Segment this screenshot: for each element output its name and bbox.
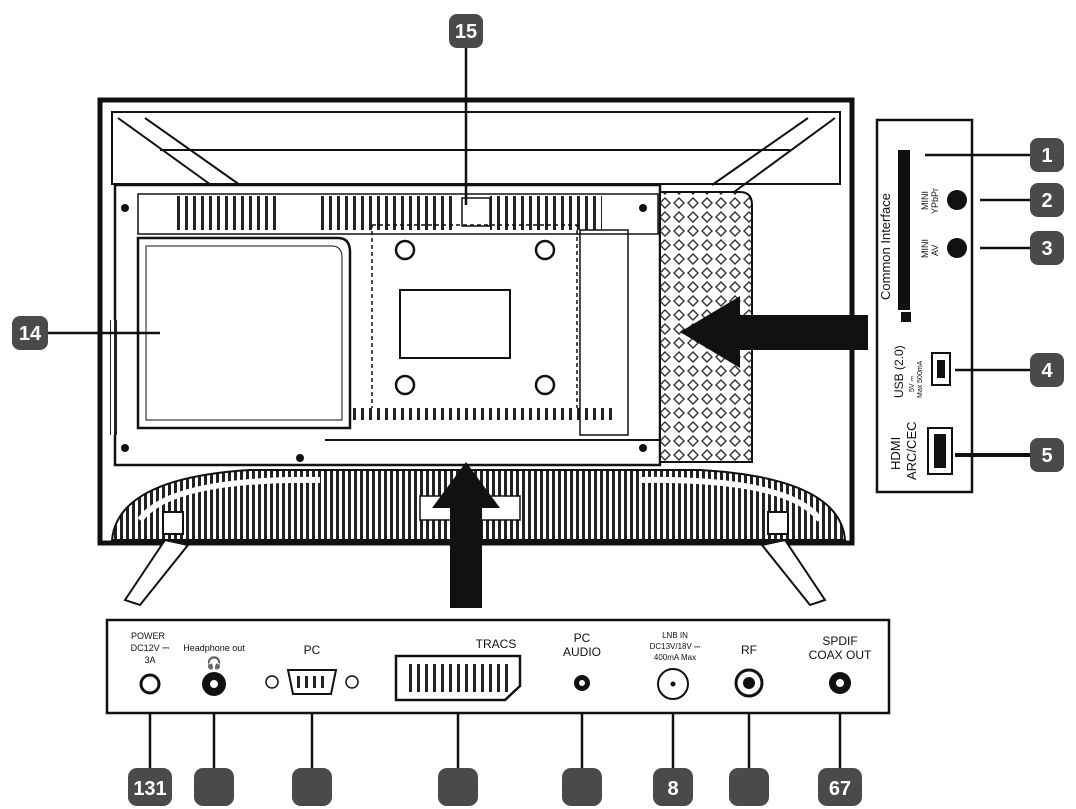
mini-ypbpr-label-1: MINI xyxy=(920,191,930,210)
callout-bottom-1: 131 xyxy=(133,778,166,800)
callout-top: 15 xyxy=(455,21,477,43)
callout-bottom-8: 67 xyxy=(829,778,851,800)
tv-chassis xyxy=(110,183,662,467)
callout-left: 14 xyxy=(19,323,42,345)
tracs-label: TRACS xyxy=(476,637,517,651)
callout-bottom-6: 8 xyxy=(667,778,678,800)
arrow-up xyxy=(432,462,500,608)
power-label-2: DC12V ⎓ xyxy=(131,643,170,653)
callout-right-4: 4 xyxy=(1041,360,1053,382)
usb-rating-2: Max 500mA xyxy=(917,360,924,398)
headphone-label: Headphone out xyxy=(183,643,245,653)
side-connector-panel: Common Interface MINI YPbPr MINI AV USB … xyxy=(875,118,974,494)
mini-ypbpr-jack[interactable] xyxy=(947,190,967,210)
mini-av-label-1: MINI xyxy=(920,239,930,258)
lnb-label-3: 400mA Max xyxy=(654,653,696,662)
callout-badge-left xyxy=(12,316,48,350)
hdmi-arc-label: ARC/CEC xyxy=(904,421,919,480)
power-jack[interactable] xyxy=(139,673,161,695)
usb-rating-1: 5V ⎓ xyxy=(909,375,916,392)
pc-audio-label-1: PC xyxy=(574,631,591,645)
callout-right-2: 2 xyxy=(1041,190,1052,212)
pc-label: PC xyxy=(304,643,321,657)
headphone-icon: 🎧 xyxy=(207,656,222,670)
spdif-label-2: COAX OUT xyxy=(809,648,872,662)
rf-label: RF xyxy=(741,643,757,657)
leader-lines xyxy=(46,48,1030,768)
hdmi-label: HDMI xyxy=(888,437,903,470)
mini-av-label-2: AV xyxy=(930,245,940,256)
callout-badges: 15 14 1 2 3 4 5 131 8 67 xyxy=(12,14,1064,806)
spdif-label-1: SPDIF xyxy=(822,634,857,648)
common-interface-label: Common Interface xyxy=(878,193,893,300)
arrow-left xyxy=(680,296,868,368)
bottom-connector-panel: POWER DC12V ⎓ 3A Headphone out 🎧 PC TRAC… xyxy=(105,618,891,715)
power-label-1: POWER xyxy=(131,631,166,641)
mini-ypbpr-label-2: YPbPr xyxy=(930,188,940,214)
pc-audio-label-2: AUDIO xyxy=(563,645,601,659)
usb-label: USB (2.0) xyxy=(892,345,906,398)
callout-badge-top xyxy=(449,14,483,48)
callout-right-5: 5 xyxy=(1041,445,1052,467)
mini-av-jack[interactable] xyxy=(947,238,967,258)
lnb-label-2: DC13V/18V ⎓ xyxy=(650,642,701,651)
power-label-3: 3A xyxy=(144,655,155,665)
lnb-label-1: LNB IN xyxy=(662,631,688,640)
callout-right-3: 3 xyxy=(1041,238,1052,260)
callout-right-1: 1 xyxy=(1041,145,1052,167)
common-interface-slot[interactable] xyxy=(898,150,910,310)
